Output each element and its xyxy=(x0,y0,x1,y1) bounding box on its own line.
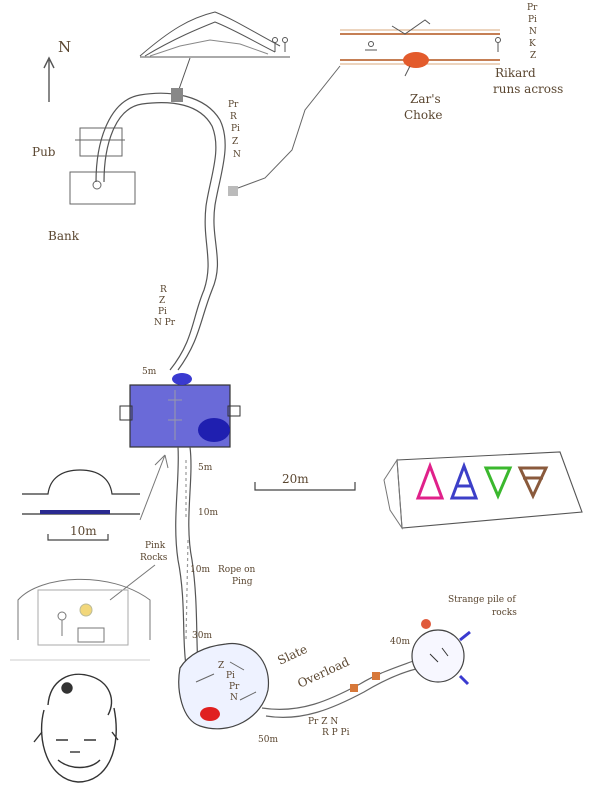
svg-text:Pi: Pi xyxy=(528,15,537,25)
svg-text:50m: 50m xyxy=(258,735,278,745)
upper-passage xyxy=(95,88,238,371)
svg-text:N Pr: N Pr xyxy=(154,318,176,328)
blue-chamber: 5m xyxy=(119,367,241,448)
zars-choke-label-1: Zar's xyxy=(410,92,441,106)
svg-text:N: N xyxy=(230,693,238,703)
svg-text:20m: 20m xyxy=(282,472,309,486)
face-sketch xyxy=(33,673,119,783)
rikard-label-1: Rikard xyxy=(495,66,536,80)
team-marks-mid: R Z Pi N Pr xyxy=(154,285,176,328)
svg-text:Z: Z xyxy=(530,51,536,61)
scale-bar-20m: 20m xyxy=(254,472,356,491)
team-marks-top: Pr Pi N K Z xyxy=(527,3,538,61)
svg-text:40m: 40m xyxy=(390,637,410,647)
pink-rocks-label: Pink Rocks xyxy=(109,454,169,601)
svg-text:Pr Z N: Pr Z N xyxy=(308,717,338,727)
water-symbol-icon xyxy=(483,466,513,500)
svg-text:Strange pile of: Strange pile of xyxy=(448,595,516,605)
svg-text:Overload: Overload xyxy=(295,655,351,691)
lower-passage xyxy=(175,446,199,666)
earth-symbol-icon xyxy=(517,466,549,500)
svg-text:rocks: rocks xyxy=(492,608,517,618)
svg-text:Ping: Ping xyxy=(232,577,253,587)
svg-text:K: K xyxy=(529,39,536,49)
pub-label: Pub xyxy=(32,145,56,159)
svg-text:Pr: Pr xyxy=(228,100,239,110)
svg-text:Pi: Pi xyxy=(231,124,240,134)
svg-text:R P Pi: R P Pi xyxy=(322,728,350,738)
element-symbols-card xyxy=(383,451,583,530)
team-marks-upper: Pr R Pi Z N xyxy=(228,100,241,160)
lower-distances: 5m 10m 10m Rope on Ping 30m xyxy=(190,463,256,641)
svg-text:Pr: Pr xyxy=(229,682,240,692)
svg-text:10m: 10m xyxy=(190,565,210,575)
cross-section-10m: 10m xyxy=(22,469,140,541)
svg-text:Pi: Pi xyxy=(158,307,167,317)
svg-text:5m: 5m xyxy=(198,463,213,473)
rikard-label-2: runs across xyxy=(493,82,563,96)
svg-text:N: N xyxy=(233,150,241,160)
bottom-chamber: Z Pi Pr N xyxy=(178,642,270,730)
svg-text:Slate: Slate xyxy=(275,642,309,668)
svg-text:Pi: Pi xyxy=(226,671,235,681)
svg-text:Z: Z xyxy=(232,137,238,147)
svg-text:Z: Z xyxy=(218,661,224,671)
svg-text:Pink: Pink xyxy=(145,541,166,551)
surface-hill-sketch xyxy=(139,11,290,93)
svg-text:Rope on: Rope on xyxy=(218,565,256,575)
choke-pointer-line xyxy=(237,65,341,189)
air-symbol-icon xyxy=(449,461,479,500)
svg-text:R: R xyxy=(160,285,167,295)
group-sketch xyxy=(10,578,151,661)
team-marks-chamber: Z Pi Pr N xyxy=(218,661,240,703)
north-arrow: N xyxy=(43,38,71,102)
strange-pile-chamber: Strange pile of rocks xyxy=(411,595,517,686)
svg-text:Rocks: Rocks xyxy=(140,553,168,563)
zars-choke-section: Zar's Choke Rikard runs across xyxy=(340,19,563,122)
svg-text:R: R xyxy=(230,112,237,122)
svg-text:30m: 30m xyxy=(192,631,212,641)
svg-text:Pr: Pr xyxy=(527,3,538,13)
svg-text:N: N xyxy=(529,27,537,37)
svg-text:10m: 10m xyxy=(70,524,97,538)
fire-symbol-icon xyxy=(415,461,445,500)
svg-text:10m: 10m xyxy=(198,508,218,518)
bank-label: Bank xyxy=(48,229,80,243)
team-marks-bottom: Pr Z N R P Pi xyxy=(308,717,350,738)
choke-red-marker xyxy=(403,52,429,68)
pub-bank-sketch: Pub Bank xyxy=(32,127,136,243)
zars-choke-label-2: Choke xyxy=(404,108,443,122)
svg-text:Z: Z xyxy=(159,296,165,306)
north-label: N xyxy=(58,38,71,56)
distance-5m-top: 5m xyxy=(142,367,157,377)
